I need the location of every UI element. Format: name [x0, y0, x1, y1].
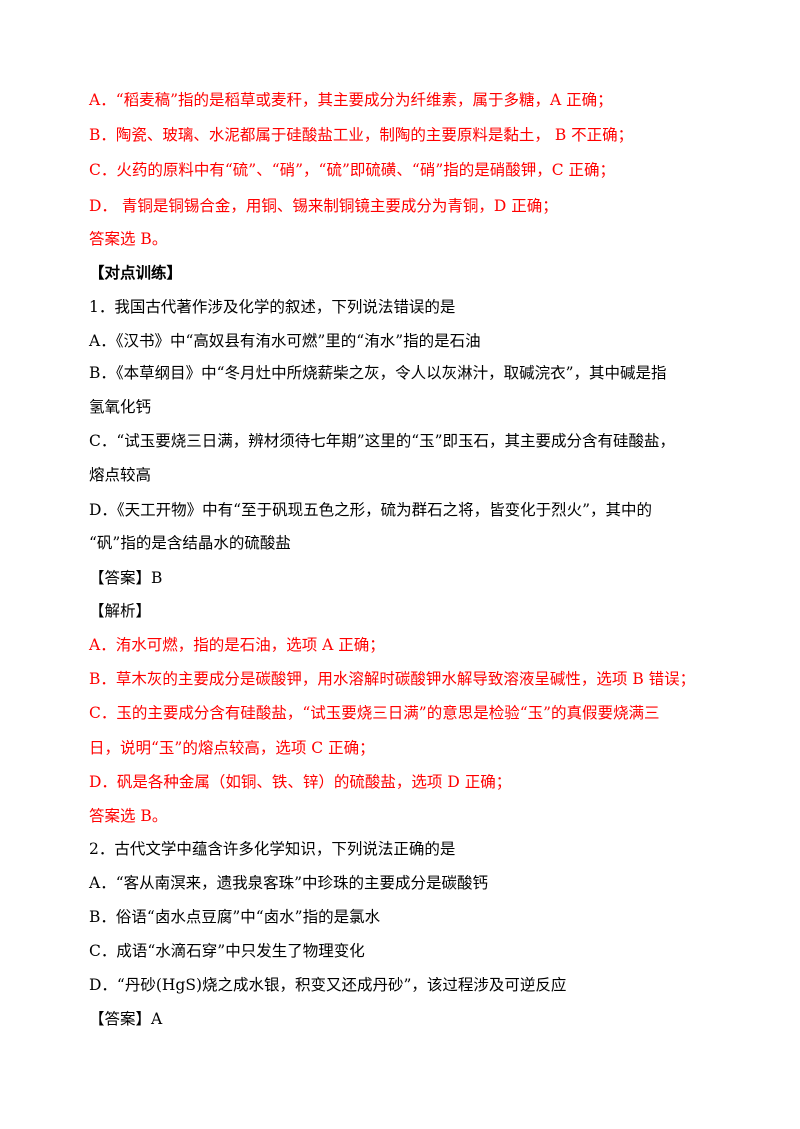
- question-1-option-d-cont: “矾”指的是含结晶水的硫酸盐: [89, 534, 291, 552]
- question-1-analysis-b: B．草木灰的主要成分是碳酸钾，用水溶解时碳酸钾水解导致溶液呈碱性，选项 B 错误…: [89, 670, 696, 688]
- question-1-answer: 【答案】B: [89, 569, 163, 587]
- question-2-option-d: D．“丹砂(HgS)烧之成水银，积变又还成丹砂”，该过程涉及可逆反应: [89, 976, 567, 994]
- question-1-option-b: B．《本草纲目》中“冬月灶中所烧薪柴之灰，令人以灰淋汁，取碱浣衣”，其中碱是指: [89, 364, 667, 382]
- question-1-stem: 1．我国古代著作涉及化学的叙述，下列说法错误的是: [89, 298, 456, 316]
- prev-analysis-option-a: A．“稻麦稿”指的是稻草或麦秆，其主要成分为纤维素，属于多糖，A 正确；: [89, 91, 613, 109]
- question-2-option-a: A．“客从南溟来，遗我泉客珠”中珍珠的主要成分是碳酸钙: [89, 874, 489, 892]
- question-1-analysis-c-cont: 日，说明“玉”的熔点较高，选项 C 正确；: [89, 739, 375, 757]
- prev-analysis-option-b: B．陶瓷、玻璃、水泥都属于硅酸盐工业，制陶的主要原料是黏土， B 不正确；: [89, 126, 634, 144]
- prev-answer-conclusion: 答案选 B。: [89, 230, 168, 248]
- question-1-option-c-cont: 熔点较高: [89, 466, 152, 484]
- question-1-answer-conclusion: 答案选 B。: [89, 807, 168, 825]
- question-2-option-c: C．成语“水滴石穿”中只发生了物理变化: [89, 942, 365, 960]
- section-heading-training: 【对点训练】: [89, 263, 183, 282]
- question-1-option-a: A．《汉书》中“高奴县有洧水可燃”里的“洧水”指的是石油: [89, 332, 481, 350]
- question-1-analysis-c: C．玉的主要成分含有硅酸盐，“试玉要烧三日满”的意思是检验“玉”的真假要烧满三: [89, 704, 660, 722]
- prev-analysis-option-d: D． 青铜是铜锡合金，用铜、锡来制铜镜主要成分为青铜，D 正确；: [89, 197, 558, 215]
- question-2-option-b: B．俗语“卤水点豆腐”中“卤水”指的是氯水: [89, 908, 381, 926]
- question-2-stem: 2．古代文学中蕴含许多化学知识，下列说法正确的是: [89, 840, 456, 858]
- question-1-analysis-a: A．洧水可燃，指的是石油，选项 A 正确；: [89, 636, 385, 654]
- question-1-option-c: C．“试玉要烧三日满，辨材须待七年期”这里的“玉”即玉石，其主要成分含有硅酸盐，: [89, 432, 676, 450]
- question-1-analysis-d: D．矾是各种金属（如铜、铁、锌）的硫酸盐，选项 D 正确；: [89, 773, 512, 791]
- prev-analysis-option-c: C．火药的原料中有“硫”、“硝”，“硫”即硫磺、“硝”指的是硝酸钾，C 正确；: [89, 161, 616, 179]
- question-1-analysis-heading: 【解析】: [89, 602, 152, 620]
- question-2-answer: 【答案】A: [89, 1010, 163, 1028]
- question-1-option-d: D．《天工开物》中有“至于矾现五色之形，硫为群石之将，皆变化于烈火”，其中的: [89, 501, 653, 519]
- question-1-option-b-cont: 氢氧化钙: [89, 398, 152, 416]
